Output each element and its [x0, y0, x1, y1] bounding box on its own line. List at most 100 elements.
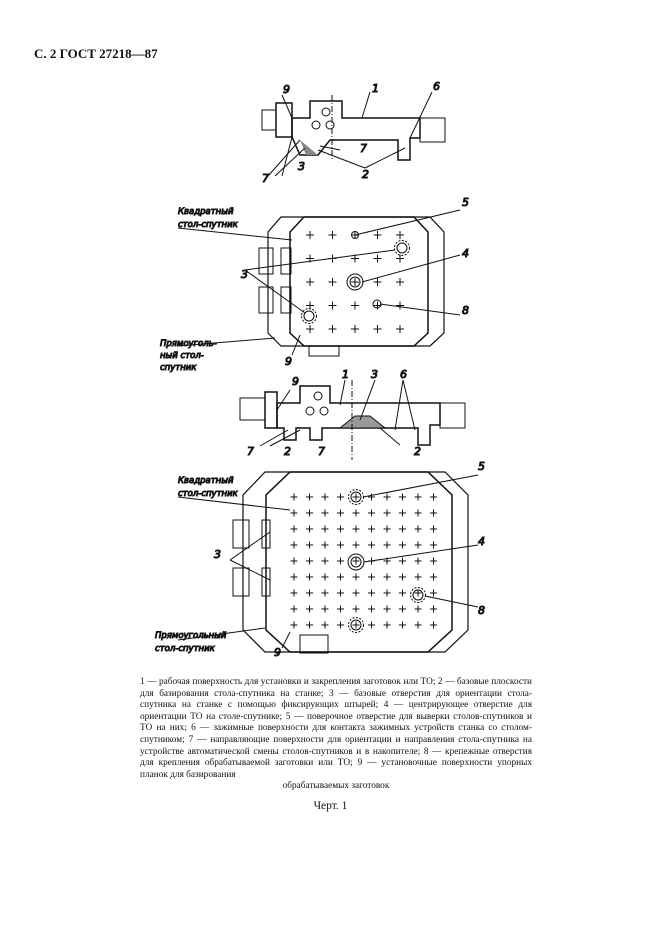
grid-cross-mark — [352, 525, 360, 533]
label-6: 6 — [400, 368, 407, 381]
grid-cross-mark — [396, 231, 404, 239]
label-3: 3 — [241, 268, 248, 281]
grid-cross-mark — [373, 231, 382, 239]
grid-cross-mark — [328, 231, 337, 239]
grid-cross-mark — [352, 573, 360, 581]
grid-cross-mark — [399, 525, 406, 533]
label-1: 1 — [372, 82, 379, 95]
grid-cross-mark — [352, 621, 360, 629]
label-2: 2 — [284, 445, 291, 458]
grid-cross-mark — [399, 621, 406, 629]
grid-cross-mark — [430, 541, 437, 549]
grid-cross-mark — [373, 301, 382, 310]
grid-cross-mark — [352, 509, 360, 517]
grid-cross-mark — [290, 573, 298, 581]
grid-cross-mark — [306, 573, 313, 581]
grid-cross-mark — [399, 589, 406, 597]
grid-cross-mark — [337, 525, 344, 533]
label-rect-table: стол-спутник — [155, 644, 216, 654]
page-header: С. 2 ГОСТ 27218—87 — [34, 46, 158, 61]
grid-cross-mark — [337, 621, 344, 629]
grid-cross-mark — [306, 301, 314, 310]
grid-cross-mark — [306, 589, 313, 597]
label-7: 7 — [262, 172, 269, 185]
grid-cross-mark — [399, 493, 406, 501]
grid-cross-mark — [383, 541, 391, 549]
grid-cross-mark — [383, 525, 391, 533]
label-square-table: Квадратный — [178, 476, 234, 486]
grid-cross-mark — [306, 509, 313, 517]
label-2: 2 — [362, 168, 369, 181]
label-9: 9 — [292, 375, 299, 388]
label-rect-table: спутник — [160, 363, 197, 373]
grid-cross-mark — [352, 557, 360, 565]
label-7: 7 — [247, 445, 254, 458]
grid-cross-mark — [321, 605, 329, 613]
grid-cross-mark — [321, 541, 329, 549]
side-view-2 — [239, 379, 466, 460]
grid-cross-mark — [306, 605, 313, 613]
grid-cross-mark — [321, 557, 329, 565]
grid-cross-mark — [352, 589, 360, 597]
label-9: 9 — [274, 646, 281, 659]
label-2: 2 — [414, 445, 421, 458]
grid-cross-mark — [414, 557, 422, 565]
grid-cross-mark — [337, 557, 344, 565]
grid-cross-mark — [290, 493, 298, 501]
grid-cross-mark — [430, 589, 437, 597]
grid-cross-mark — [368, 621, 375, 629]
figure-label: Черт. 1 — [313, 800, 348, 812]
grid-cross-mark — [306, 541, 313, 549]
grid-cross-mark — [383, 621, 391, 629]
grid-cross-mark — [396, 325, 404, 333]
grid-cross-mark — [383, 493, 391, 501]
label-9: 9 — [283, 83, 290, 96]
grid-cross-mark — [321, 509, 329, 517]
grid-cross-mark — [430, 557, 437, 565]
grid-cross-mark — [368, 605, 375, 613]
grid-cross-mark — [352, 493, 360, 501]
grid-cross-mark — [414, 525, 422, 533]
label-4: 4 — [462, 247, 469, 260]
grid-cross-mark — [368, 589, 375, 597]
grid-cross-mark — [368, 541, 375, 549]
grid-cross-mark — [373, 254, 382, 263]
label-3: 3 — [298, 160, 305, 173]
grid-cross-mark — [306, 325, 314, 333]
grid-cross-mark — [396, 301, 404, 310]
grid-cross-mark — [383, 589, 391, 597]
grid-cross-mark — [368, 525, 375, 533]
grid-cross-mark — [351, 278, 359, 286]
grid-cross-mark — [351, 301, 359, 310]
grid-cross-mark — [399, 509, 406, 517]
label-3: 3 — [371, 368, 378, 381]
grid-cross-mark — [352, 605, 360, 613]
grid-cross-mark — [373, 278, 382, 286]
label-5: 5 — [462, 196, 469, 209]
figure-caption: 1 — рабочая поверхность для установки и … — [140, 677, 532, 793]
grid-cross-mark — [430, 621, 437, 629]
grid-cross-mark — [290, 525, 298, 533]
side-view-1 — [261, 91, 446, 177]
grid-cross-mark — [328, 278, 337, 286]
grid-cross-mark — [383, 605, 391, 613]
grid-cross-mark — [306, 231, 314, 239]
grid-cross-mark — [337, 605, 344, 613]
grid-cross-mark — [328, 325, 337, 333]
grid-cross-mark — [414, 573, 422, 581]
label-6: 6 — [433, 80, 440, 93]
label-8: 8 — [478, 604, 485, 617]
grid-cross-mark — [306, 621, 313, 629]
grid-cross-mark — [351, 325, 359, 333]
label-rect-table: Прямоугольный — [155, 631, 227, 641]
grid-cross-mark — [321, 621, 329, 629]
grid-cross-mark — [306, 557, 313, 565]
grid-cross-mark — [430, 509, 437, 517]
grid-cross-mark — [337, 589, 344, 597]
grid-cross-mark — [368, 573, 375, 581]
grid-cross-mark — [290, 557, 298, 565]
grid-cross-mark — [383, 509, 391, 517]
label-rect-table: ный стол- — [160, 351, 204, 361]
grid-cross-mark — [290, 605, 298, 613]
